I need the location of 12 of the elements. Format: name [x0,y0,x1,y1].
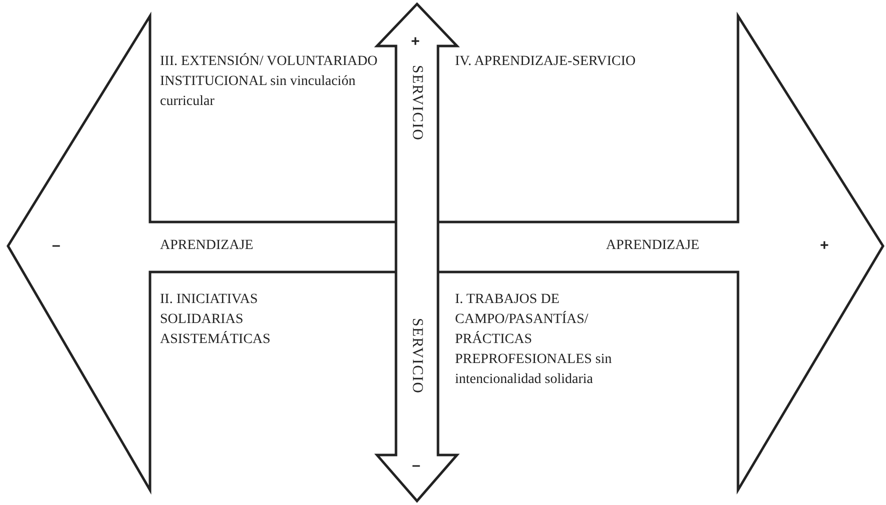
axis-label: APRENDIZAJE [606,237,700,255]
quadrant-label: I. TRABAJOS DE CAMPO/PASANTÍAS/ PRÁCTICAS PREPROFESIONALES sin intencionalidad solidaria [455,291,613,389]
quadrant-label: II. INICIATIVAS SOLIDARIAS ASISTEMÁTICAS [160,291,272,349]
plus-sign: + [820,236,829,256]
minus-sign: – [52,236,60,256]
plus-sign: + [411,32,420,52]
axis-label: SERVICIO [408,318,426,394]
axis-label: SERVICIO [408,65,426,141]
quadrant-label: III. EXTENSIÓN/ VOLUNTARIADO INSTITUCIONAL sin vinculación curricular [160,52,379,111]
axis-label: APRENDIZAJE [160,237,254,255]
quadrant-label: IV. APRENDIZAJE-SERVICIO [455,53,637,71]
minus-sign: – [412,456,420,476]
